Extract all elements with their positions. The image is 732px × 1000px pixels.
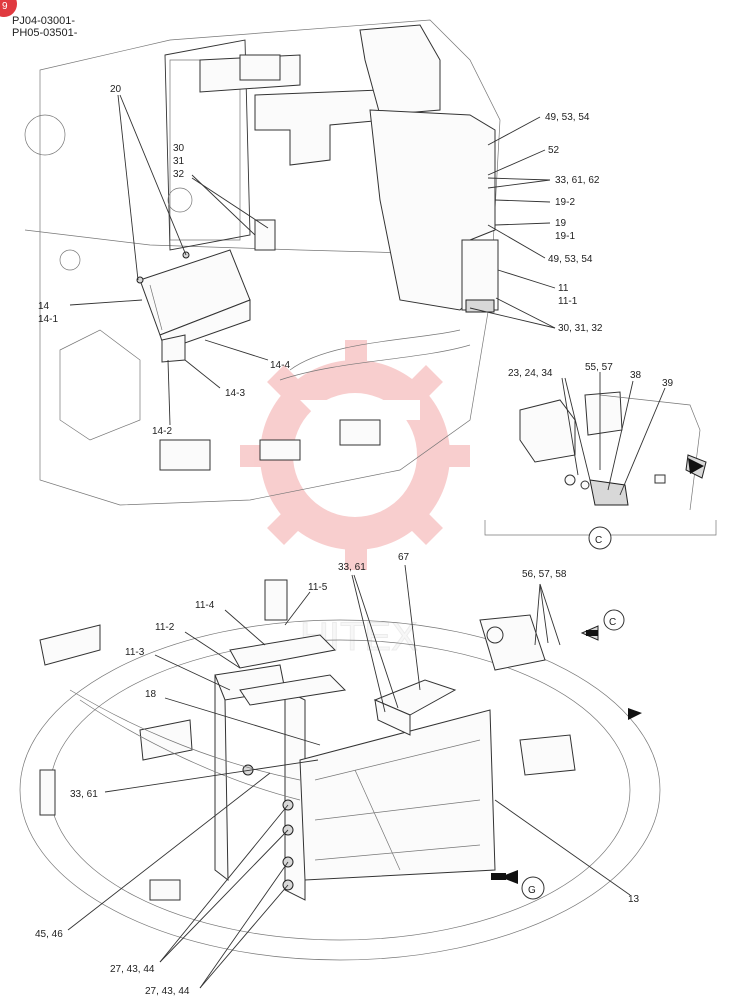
callout-19-2: 19-2 xyxy=(555,197,575,208)
bottom-callouts: 33, 61 67 11-5 11-4 11-2 11-3 56, 57, 58… xyxy=(35,552,640,997)
callout-31: 31 xyxy=(173,156,185,167)
callout-11-2: 11-2 xyxy=(155,622,175,633)
callout-14-3: 14-3 xyxy=(225,388,245,399)
callout-33-61-top: 33, 61 xyxy=(338,562,366,573)
callout-19-1: 19-1 xyxy=(555,231,575,242)
callout-45-46: 45, 46 xyxy=(35,929,63,940)
callout-52: 52 xyxy=(548,145,560,156)
callout-20: 20 xyxy=(110,84,122,95)
detail-c-letter: C xyxy=(595,535,602,546)
callout-19: 19 xyxy=(555,218,567,229)
arrow-c-marker xyxy=(603,609,625,631)
callout-13: 13 xyxy=(628,894,640,905)
callout-30-31-32: 30, 31, 32 xyxy=(558,323,603,334)
callout-67: 67 xyxy=(398,552,410,563)
callout-55-57: 55, 57 xyxy=(585,362,613,373)
serial-range-2: PH05-03501- xyxy=(12,27,78,39)
callout-39: 39 xyxy=(662,378,674,389)
detail-c-marker xyxy=(588,526,612,550)
page-badge-text: 9 xyxy=(2,1,8,12)
top-frame-assembly xyxy=(24,19,501,506)
callout-38: 38 xyxy=(630,370,642,381)
callout-11-4: 11-4 xyxy=(195,600,215,611)
arrow-g-marker xyxy=(521,876,545,900)
callout-30: 30 xyxy=(173,143,185,154)
callout-33-61-left: 33, 61 xyxy=(70,789,98,800)
arrow-c-letter: C xyxy=(609,617,616,628)
callout-33-61-62: 33, 61, 62 xyxy=(555,175,600,186)
top-leader-lines xyxy=(69,94,556,426)
callout-32: 32 xyxy=(173,169,185,180)
bottom-frame-assembly xyxy=(19,579,661,961)
callout-27-43-44-b: 27, 43, 44 xyxy=(145,986,190,997)
callout-49-53-54-a: 49, 53, 54 xyxy=(545,112,590,123)
callout-14-1: 14-1 xyxy=(38,314,58,325)
callout-11-1: 11-1 xyxy=(558,296,578,307)
callout-56-57-58: 56, 57, 58 xyxy=(522,569,567,580)
callout-11-3: 11-3 xyxy=(125,647,145,658)
view-arrows: C G xyxy=(491,458,704,900)
callout-14-4: 14-4 xyxy=(270,360,290,371)
arrow-g-letter: G xyxy=(528,885,536,896)
callout-14: 14 xyxy=(38,301,50,312)
callout-23-24-34: 23, 24, 34 xyxy=(508,368,553,379)
callout-14-2: 14-2 xyxy=(152,426,172,437)
callout-18: 18 xyxy=(145,689,157,700)
bottom-leader-lines xyxy=(67,564,631,989)
callout-27-43-44-a: 27, 43, 44 xyxy=(110,964,155,975)
serial-range-1: PJ04-03001- xyxy=(12,15,75,27)
callout-11-5: 11-5 xyxy=(308,582,328,593)
callout-11: 11 xyxy=(558,283,569,294)
detail-view-c: C 23, 24, 34 55, 57 38 39 xyxy=(484,362,717,550)
watermark-logo: HITEX xyxy=(240,340,470,660)
page-badge: 9 xyxy=(0,0,17,17)
top-callouts: 20 30 31 32 14 14-1 14-4 14-3 14-2 49, 5… xyxy=(38,84,603,437)
callout-49-53-54-b: 49, 53, 54 xyxy=(548,254,593,265)
